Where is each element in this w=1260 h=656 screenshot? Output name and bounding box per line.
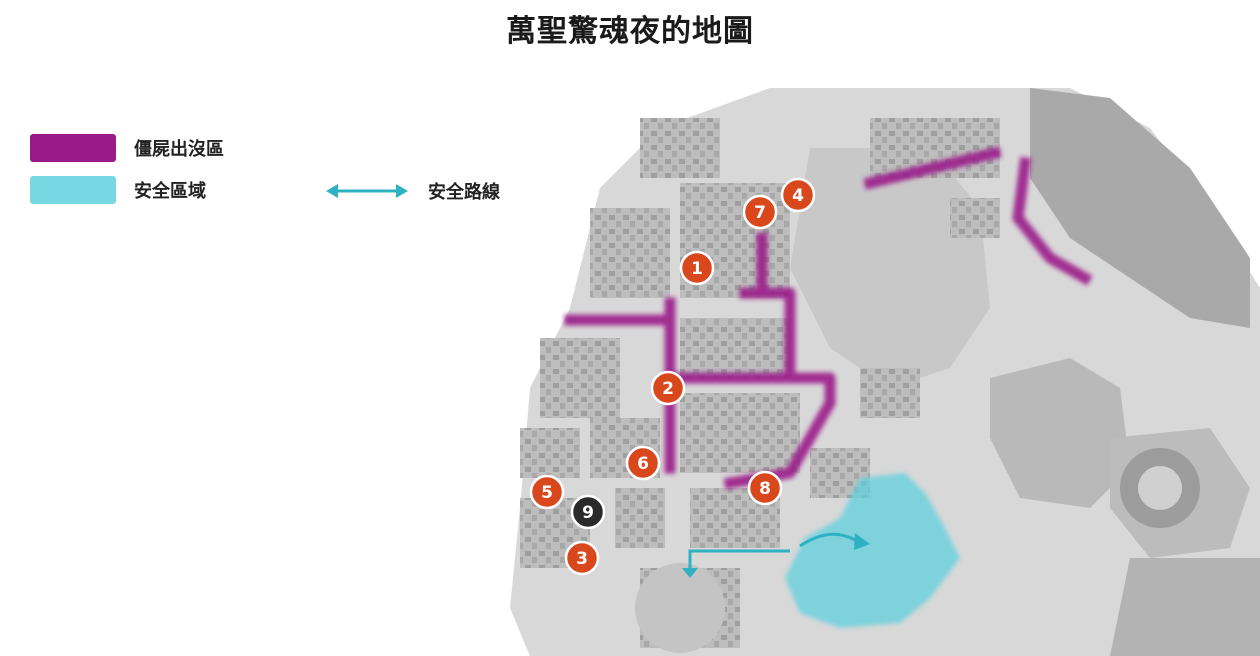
south-area xyxy=(1110,558,1260,656)
attraction-marker[interactable]: 9 xyxy=(570,494,606,530)
marker-circle xyxy=(625,445,661,481)
marker-circle xyxy=(742,194,778,230)
marker-number: 3 xyxy=(576,549,588,569)
attraction-markers: 1 2 3 4 5 6 7 8 9 xyxy=(529,177,816,576)
marker-circle xyxy=(780,177,816,213)
attraction-marker[interactable]: 4 xyxy=(780,177,816,213)
attraction-marker[interactable]: 6 xyxy=(625,445,661,481)
building-block xyxy=(615,488,665,548)
attraction-marker[interactable]: 2 xyxy=(650,370,686,406)
legend-zombie-zone: 僵屍出沒區 xyxy=(30,134,224,162)
attraction-marker[interactable]: 3 xyxy=(564,540,600,576)
safe-zone-swatch xyxy=(30,176,116,204)
building-block xyxy=(950,198,1000,238)
safe-route-label: 安全路線 xyxy=(428,182,500,203)
marker-circle xyxy=(747,470,783,506)
marker-number: 7 xyxy=(754,203,766,223)
double-arrow-icon xyxy=(326,184,408,198)
marker-circle xyxy=(570,494,606,530)
route-arrowhead-down xyxy=(682,568,698,578)
attraction-marker[interactable]: 8 xyxy=(747,470,783,506)
marker-number: 2 xyxy=(662,379,674,399)
marker-number: 1 xyxy=(691,259,703,279)
marker-number: 9 xyxy=(582,503,594,523)
safe-zone-area xyxy=(785,473,960,628)
park-map[interactable]: 1 2 3 4 5 6 7 8 9 xyxy=(510,88,1260,656)
building-block xyxy=(640,118,720,178)
marker-number: 5 xyxy=(541,483,553,503)
marker-circle xyxy=(650,370,686,406)
lagoon xyxy=(790,148,990,388)
zombie-zone-swatch xyxy=(30,134,116,162)
attraction-marker[interactable]: 1 xyxy=(679,250,715,286)
marker-circle xyxy=(679,250,715,286)
attraction-marker[interactable]: 5 xyxy=(529,474,565,510)
attraction-marker[interactable]: 7 xyxy=(742,194,778,230)
jurassic-area xyxy=(1030,88,1250,328)
marker-number: 4 xyxy=(792,186,804,206)
marker-circle xyxy=(529,474,565,510)
building-block xyxy=(860,368,920,418)
marker-number: 8 xyxy=(759,479,771,499)
building-block xyxy=(680,393,800,473)
building-block xyxy=(520,428,580,478)
route-arrowhead-right xyxy=(854,533,870,550)
marker-circle xyxy=(564,540,600,576)
marker-number: 6 xyxy=(637,454,649,474)
building-block xyxy=(680,318,790,378)
safe-route-path xyxy=(688,532,856,568)
zombie-zone-label: 僵屍出沒區 xyxy=(134,139,224,160)
lake xyxy=(990,358,1130,508)
legend-safe-zone: 安全區域 xyxy=(30,176,206,204)
hub-plaza xyxy=(635,563,725,653)
building-block xyxy=(590,208,670,298)
page-title: 萬聖驚魂夜的地圖 xyxy=(506,14,754,49)
safe-zone-label: 安全區域 xyxy=(134,181,206,202)
building-block xyxy=(540,338,620,418)
legend-safe-route: 安全路線 xyxy=(324,178,500,204)
